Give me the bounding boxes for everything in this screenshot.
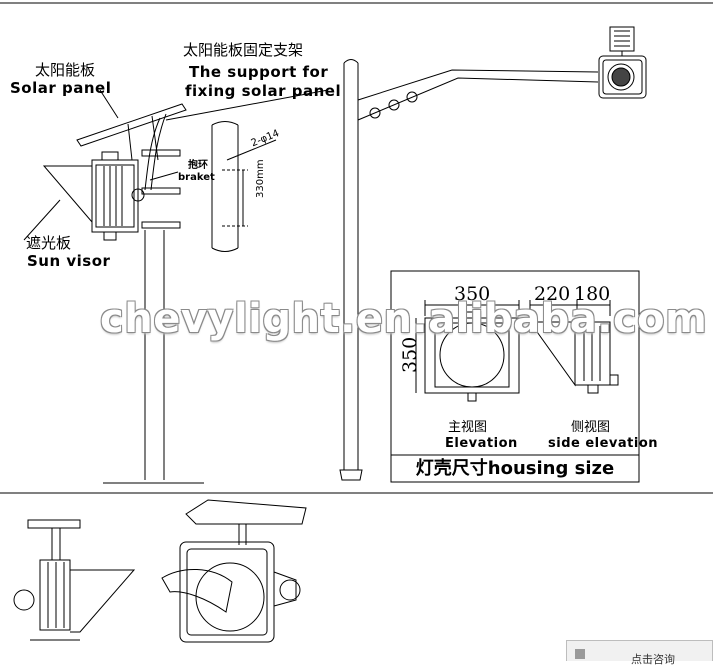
support-leader — [165, 89, 329, 121]
housing-size-title: 灯壳尺寸housing size — [415, 458, 615, 479]
consult-widget[interactable]: 点击咨询 — [566, 640, 713, 666]
left-sun-visor — [42, 165, 93, 224]
hoop-label-cn: 抱环 — [188, 160, 208, 171]
housing-depth-2-label: 180 — [574, 283, 611, 305]
right-arm — [357, 69, 599, 121]
left-support-bracket — [141, 113, 181, 229]
bolt-detail — [211, 121, 277, 252]
housing-width-label: 350 — [454, 283, 491, 305]
housing-depth-1-label: 220 — [534, 283, 571, 305]
consult-checkbox[interactable] — [575, 649, 585, 659]
right-pole — [339, 59, 363, 481]
bottom-left-sketch — [13, 519, 136, 641]
support-label-en-2: fixing solar panel — [185, 82, 342, 100]
housing-height-label: 350 — [399, 336, 421, 373]
side-elevation-label-cn: 侧视图 — [571, 420, 611, 435]
elevation-label-en: Elevation — [445, 436, 518, 451]
support-label-cn: 太阳能板固定支架 — [183, 41, 304, 59]
sun-visor-leader — [23, 199, 61, 241]
consult-label: 点击咨询 — [631, 653, 675, 666]
housing-size-box — [390, 270, 640, 483]
bolt-spacing-label: 330mm — [255, 159, 266, 198]
left-lamp-housing — [91, 151, 145, 241]
hoop-label-en: braket — [178, 172, 215, 183]
sun-visor-label-en: Sun visor — [27, 252, 111, 270]
sun-visor-label-cn: 遮光板 — [26, 234, 72, 252]
housing-front-view — [415, 300, 520, 402]
braket-leader — [149, 171, 179, 181]
solar-panel-label-en: Solar panel — [10, 79, 112, 97]
side-elevation-label-en: side elevation — [548, 436, 659, 451]
housing-side-view — [529, 300, 619, 394]
left-solar-panel — [76, 103, 187, 161]
left-pole — [103, 230, 204, 484]
elevation-label-cn: 主视图 — [448, 420, 488, 435]
solar-panel-label-cn: 太阳能板 — [35, 61, 96, 79]
support-label-en-1: The support for — [189, 63, 329, 81]
bottom-right-sketch — [161, 499, 307, 643]
solar-panel-leader — [99, 89, 119, 119]
right-mini-signal — [598, 26, 647, 99]
watermark: chevylight.en.alibaba.com — [100, 296, 708, 342]
